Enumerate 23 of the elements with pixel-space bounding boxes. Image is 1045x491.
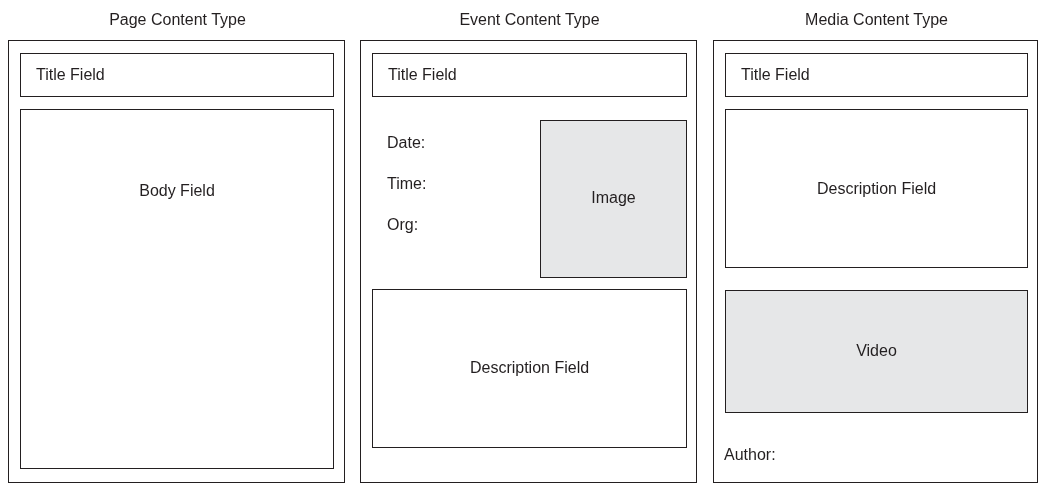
field-label: Title Field bbox=[388, 66, 457, 84]
field-name: Date: bbox=[387, 134, 426, 152]
field-label: Description Field bbox=[815, 180, 938, 198]
field-label: Description Field bbox=[468, 358, 591, 377]
content-area bbox=[372, 289, 687, 448]
title-field bbox=[725, 53, 1028, 97]
text-field bbox=[20, 109, 334, 469]
text-field bbox=[725, 109, 1028, 268]
title-field bbox=[372, 53, 687, 97]
field-label: Title Field bbox=[741, 66, 810, 84]
field-name: Author: bbox=[724, 446, 776, 464]
panel-heading: Media Content Type bbox=[804, 11, 949, 29]
panel-heading: Event Content Type bbox=[458, 11, 601, 29]
field-label: Image bbox=[590, 189, 637, 207]
field-name: Time: bbox=[387, 175, 427, 193]
field-name: Org: bbox=[387, 216, 419, 234]
field-label: Body Field bbox=[138, 182, 216, 200]
video-field bbox=[725, 290, 1028, 413]
panel-heading: Page Content Type bbox=[108, 11, 247, 29]
image-field bbox=[540, 120, 687, 278]
title-field bbox=[20, 53, 334, 97]
field-label: Title Field bbox=[36, 66, 105, 84]
field-label: Video bbox=[855, 341, 898, 360]
